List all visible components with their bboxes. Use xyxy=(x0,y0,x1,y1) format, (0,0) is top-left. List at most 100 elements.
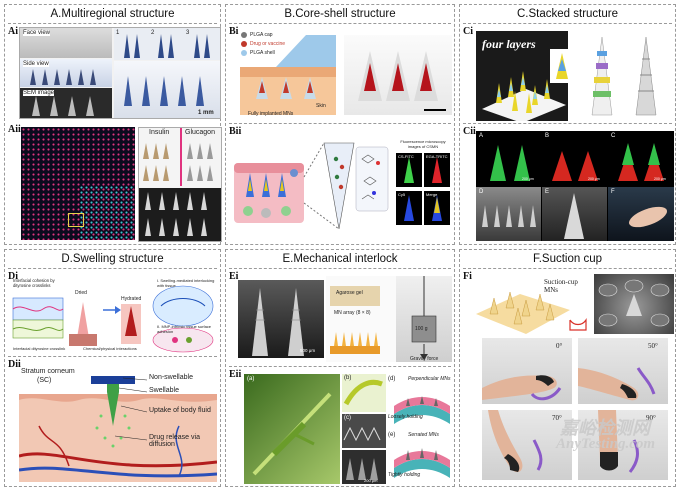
sem-dark-needles xyxy=(145,192,207,236)
fully-implanted-label: Fully implanted MNs xyxy=(248,111,294,117)
weight-label: 100 g xyxy=(415,326,428,332)
fi-sem-image xyxy=(594,274,674,334)
series-2-label: 2 xyxy=(151,30,155,36)
panel-a-title: A.Multiregional structure xyxy=(50,8,175,20)
plga-shell-label: PLGA shell xyxy=(250,50,275,56)
interfacial-label: Interfacial cohesion by dityrosine cross… xyxy=(13,278,55,288)
eii-d-schematic: (d) Perpendicular MNs Loosely holding xyxy=(388,374,454,428)
cii-C-image xyxy=(608,131,674,185)
side-view-label: Side view xyxy=(23,61,49,67)
watermark-en: AnyTesting.com xyxy=(556,436,656,452)
legend-chemical: Chemical/physical interactions xyxy=(83,346,137,351)
ci-inset-cone xyxy=(550,49,574,83)
cii-scale-1: 200 μm xyxy=(522,177,534,181)
panel-c-title: C.Stacked structure xyxy=(517,8,618,20)
swellable-label: Swellable xyxy=(149,387,179,394)
ci-cone-array xyxy=(482,71,566,121)
eii-perpendicular-diagram xyxy=(394,396,450,424)
deg-70-label: 70° xyxy=(552,414,562,422)
panel-c-stacked: C.Stacked structure Ci four layers Cii xyxy=(459,4,676,245)
eii-e-schematic: (e) Serrated MNs Tightly holding xyxy=(388,430,454,484)
insulin-glucagon-divider xyxy=(180,128,182,186)
panel-b-core-shell: B.Core-shell structure Bi PLGA cap Drug … xyxy=(225,4,455,245)
insulin-needles xyxy=(143,143,213,181)
agarose-gel-block xyxy=(330,286,380,306)
cii-D-label: D xyxy=(479,189,484,195)
ci-clear-needle xyxy=(635,36,657,116)
di-schematic: Interfacial cohesion by dityrosine cross… xyxy=(11,276,219,354)
large-array-needles xyxy=(124,76,204,106)
nonswellable-label: Non-swellable xyxy=(149,374,193,381)
fi-schematic: Suction-cup MNs xyxy=(474,276,592,336)
eii-mantis xyxy=(252,392,332,476)
eii-sem-spines xyxy=(346,458,378,480)
panel-d-swelling: D.Swelling structure Di Interfacial cohe… xyxy=(4,249,221,487)
gravity-label: Gravity force xyxy=(410,356,439,362)
cy5-needle xyxy=(404,195,414,221)
eii-c-serration xyxy=(343,426,381,442)
sem-dark-array xyxy=(139,188,221,241)
eii-serrated-diagram xyxy=(394,448,450,478)
drug-label: Drug or vaccine xyxy=(250,41,286,47)
eii-a-label: (a) xyxy=(247,376,255,382)
eii-mantis-photo: (a) xyxy=(244,374,340,484)
bi-core-shell-needles xyxy=(358,51,446,111)
merge-label: Merge xyxy=(426,192,438,197)
cs-fitc-needle xyxy=(404,157,414,183)
cy5-label: Cy5 xyxy=(398,192,406,197)
fluor-title: Fluorescence microscopy images of CSMN xyxy=(400,139,446,149)
series-3-label: 3 xyxy=(186,30,190,36)
sc-label: (SC) xyxy=(37,377,52,384)
dried-label: Dried xyxy=(75,290,87,296)
perpendicular-label: Perpendicular MNs xyxy=(408,376,451,382)
panel-d-title: D.Swelling structure xyxy=(61,253,164,265)
skin-label: Skin xyxy=(316,103,326,109)
finger-90-drawing xyxy=(598,410,639,473)
finger-50-drawing xyxy=(578,367,656,401)
deg-50-label: 50° xyxy=(648,342,658,350)
ei-scale-label: 500 μm xyxy=(300,348,316,353)
aii-cyan-region xyxy=(79,185,135,240)
glucagon-label: Glucagon xyxy=(185,129,215,136)
ei-sem: 500 μm xyxy=(238,280,324,358)
agarose-label: Agarose gel xyxy=(336,290,363,296)
finger-70-drawing xyxy=(488,410,543,473)
label-bi: Bi xyxy=(229,26,239,37)
hydrated-label: Hydrated xyxy=(121,296,142,302)
cii-scale-3: 200 μm xyxy=(654,177,666,181)
label-aii: Aii xyxy=(8,124,21,135)
legend-dityrosine: Interfacial dityrosine crosslink xyxy=(13,346,66,351)
cii-E-label: E xyxy=(545,189,550,195)
cii-D-needles xyxy=(482,205,536,227)
ci-photo: four layers xyxy=(476,31,674,121)
release-label: Drug release via diffusion xyxy=(149,434,200,448)
panel-f-suction: F.Suction cup Fi Suction-cup MNs 0° 50° … xyxy=(459,249,676,487)
fi-finger-50: 50° xyxy=(578,338,668,404)
deg-0-label: 0° xyxy=(556,342,563,350)
ei-mn-array xyxy=(330,332,380,354)
eii-c-label: (c) xyxy=(344,415,351,421)
bii-tissue-diagram xyxy=(234,142,389,230)
cii-C-label: C xyxy=(611,133,616,139)
label-ai: Ai xyxy=(8,26,18,37)
eii-b-leg xyxy=(343,379,383,406)
cii-A-image xyxy=(476,131,541,185)
ega-tritc-label: EGA-TRITC xyxy=(426,154,448,159)
cii-B-label: B xyxy=(545,133,550,139)
loosely-label: Loosely holding xyxy=(388,414,423,420)
panel-b-title: B.Core-shell structure xyxy=(284,8,396,20)
eii-c-image: (c) xyxy=(342,414,386,448)
scale-bar-label: 1 mm xyxy=(198,110,214,116)
ei-sem-needles xyxy=(252,288,304,356)
large-needle-array xyxy=(114,61,220,118)
panel-a-multiregional: A.Multiregional structure Ai Face view S… xyxy=(4,4,222,245)
panel-f-title: F.Suction cup xyxy=(532,253,603,265)
label-fi: Fi xyxy=(463,271,472,282)
eii-e-label: (e) xyxy=(388,432,396,438)
needle-series-images xyxy=(124,34,210,58)
watermark-cn: 嘉峪检测网 xyxy=(560,418,650,438)
cii-grid: A B C D E F 200 μm 200 μm 200 μm xyxy=(476,131,674,241)
aii-highlight-box xyxy=(68,213,84,227)
label-eii: Eii xyxy=(229,369,242,380)
four-layers-label: four layers xyxy=(482,37,536,51)
